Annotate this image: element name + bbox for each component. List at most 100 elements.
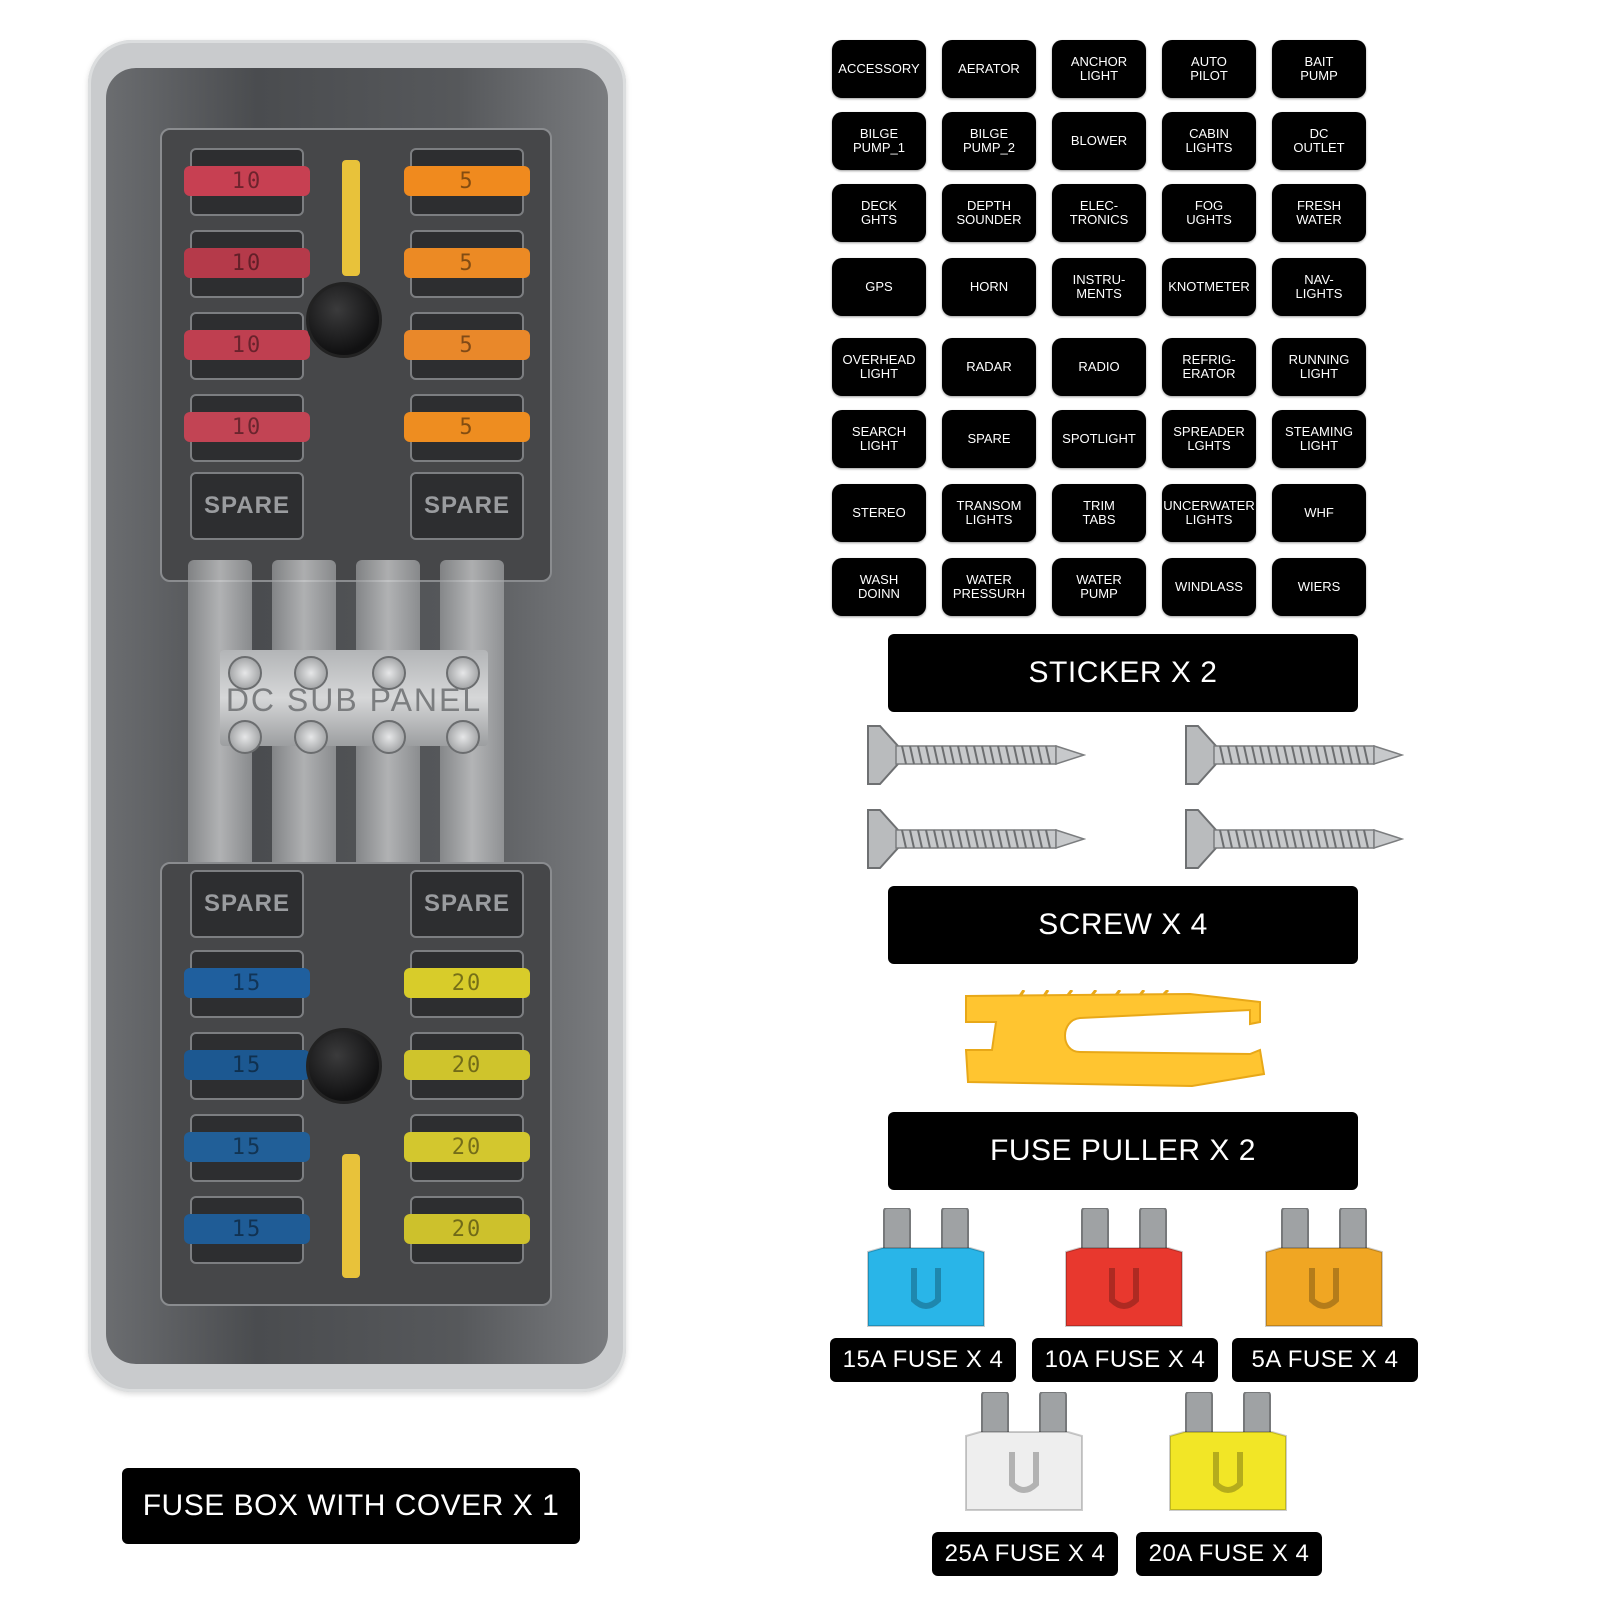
- fuse-5a: 5: [404, 330, 530, 360]
- fuse-label: 5A FUSE X 4: [1232, 1338, 1418, 1382]
- fuse-label: 10A FUSE X 4: [1032, 1338, 1218, 1382]
- sticker-item: SEARCH LIGHT: [832, 410, 926, 468]
- cover-knob[interactable]: [306, 1028, 382, 1104]
- terminal-screw-icon: [372, 720, 406, 754]
- screw-icon: [1185, 725, 1404, 785]
- sticker-item: UNCERWATER LIGHTS: [1162, 484, 1256, 542]
- fuse-rating: 5: [459, 414, 475, 440]
- screw-label: SCREW X 4: [888, 886, 1358, 964]
- fuse-puller-icon: [964, 990, 1266, 1088]
- fuse-5a: 5: [404, 412, 530, 442]
- fuse-box-label: FUSE BOX WITH COVER X 1: [122, 1468, 580, 1544]
- fuse-slot[interactable]: 15: [184, 1114, 310, 1182]
- blade-fuse-icon: [1169, 1392, 1287, 1511]
- sticker-item: RADAR: [942, 338, 1036, 396]
- sticker-item: RUNNING LIGHT: [1272, 338, 1366, 396]
- fuse-label: 15A FUSE X 4: [830, 1338, 1016, 1382]
- cover-knob[interactable]: [306, 282, 382, 358]
- sticker-item: CABIN LIGHTS: [1162, 112, 1256, 170]
- fuse-15a: 15: [184, 1132, 310, 1162]
- sticker-item: AUTO PILOT: [1162, 40, 1256, 98]
- sticker-item: OVERHEAD LIGHT: [832, 338, 926, 396]
- fuse-slot[interactable]: 5: [404, 230, 530, 298]
- sticker-item: SPARE: [942, 410, 1036, 468]
- sticker-item: STEREO: [832, 484, 926, 542]
- fuse-slot[interactable]: 5: [404, 394, 530, 462]
- spare-slot[interactable]: SPARE: [190, 870, 304, 938]
- fuse-slot[interactable]: 15: [184, 950, 310, 1018]
- sticker-item: AERATOR: [942, 40, 1036, 98]
- terminal-screw-icon: [446, 720, 480, 754]
- fuse-5a: 5: [404, 248, 530, 278]
- fuse-20a: 20: [404, 1132, 530, 1162]
- sticker-item: FRESH WATER: [1272, 184, 1366, 242]
- fuse-rating: 20: [451, 1134, 483, 1160]
- sticker-item: NAV- LIGHTS: [1272, 258, 1366, 316]
- sticker-item: WHF: [1272, 484, 1366, 542]
- sticker-item: WASH DOINN: [832, 558, 926, 616]
- blade-fuse-icon: [965, 1392, 1083, 1511]
- fuse-slot[interactable]: 5: [404, 148, 530, 216]
- fuse-slot[interactable]: 10: [184, 312, 310, 380]
- fuse-10a: 10: [184, 412, 310, 442]
- spare-slot[interactable]: SPARE: [410, 870, 524, 938]
- sticker-item: DEPTH SOUNDER: [942, 184, 1036, 242]
- fuse-puller-label: FUSE PULLER X 2: [888, 1112, 1358, 1190]
- fuse-rating: 5: [459, 332, 475, 358]
- fuse-20a: 20: [404, 1214, 530, 1244]
- sticker-item: ELEC- TRONICS: [1052, 184, 1146, 242]
- fuse-slot[interactable]: 15: [184, 1032, 310, 1100]
- spare-slot[interactable]: SPARE: [410, 472, 524, 540]
- fuse-slot[interactable]: 20: [404, 1196, 530, 1264]
- fuse-slot[interactable]: 15: [184, 1196, 310, 1264]
- busbar-top: [342, 160, 360, 276]
- fuse-rating: 20: [451, 1052, 483, 1078]
- fuse-10a: 10: [184, 330, 310, 360]
- busbar-bottom: [342, 1154, 360, 1278]
- fuse-rating: 20: [451, 970, 483, 996]
- fuse-rating: 10: [231, 332, 263, 358]
- sticker-item: BLOWER: [1052, 112, 1146, 170]
- fuse-slot[interactable]: 20: [404, 1114, 530, 1182]
- sticker-item: BAIT PUMP: [1272, 40, 1366, 98]
- fuse-slot[interactable]: 20: [404, 950, 530, 1018]
- fuse-rating: 10: [231, 250, 263, 276]
- sticker-item: RADIO: [1052, 338, 1146, 396]
- terminal-screw-icon: [446, 656, 480, 690]
- fuse-5a: 5: [404, 166, 530, 196]
- fuse-slot[interactable]: 20: [404, 1032, 530, 1100]
- fuse-rating: 10: [231, 414, 263, 440]
- fuse-slot[interactable]: 10: [184, 148, 310, 216]
- fuse-20a: 20: [404, 1050, 530, 1080]
- blade-fuse-icon: [867, 1208, 985, 1327]
- fuse-panel-bottom: SPARE SPARE 15 15 15 15 20 20 20 20: [160, 862, 552, 1306]
- fuse-rating: 15: [231, 1134, 263, 1160]
- spare-label: SPARE: [424, 890, 510, 917]
- screw-icon: [867, 725, 1086, 785]
- terminal-screw-icon: [228, 720, 262, 754]
- fuse-10a: 10: [184, 166, 310, 196]
- terminal-screw-icon: [372, 656, 406, 690]
- sticker-item: SPREADER LGHTS: [1162, 410, 1256, 468]
- sticker-item: TRIM TABS: [1052, 484, 1146, 542]
- fuse-slot[interactable]: 10: [184, 394, 310, 462]
- sticker-item: FOG UGHTS: [1162, 184, 1256, 242]
- terminal-screw-icon: [228, 656, 262, 690]
- sticker-item: WIERS: [1272, 558, 1366, 616]
- terminal-screw-icon: [294, 656, 328, 690]
- spare-label: SPARE: [424, 492, 510, 519]
- spare-label: SPARE: [204, 492, 290, 519]
- spare-slot[interactable]: SPARE: [190, 472, 304, 540]
- sticker-label: STICKER X 2: [888, 634, 1358, 712]
- sticker-item: ACCESSORY: [832, 40, 926, 98]
- screw-icon: [867, 809, 1086, 869]
- fuse-20a: 20: [404, 968, 530, 998]
- fuse-rating: 5: [459, 250, 475, 276]
- busbar-text: DC SUB PANEL: [225, 682, 483, 718]
- bus-strip: [220, 650, 488, 746]
- fuse-slot[interactable]: 10: [184, 230, 310, 298]
- fuse-slot[interactable]: 5: [404, 312, 530, 380]
- sticker-item: WATER PUMP: [1052, 558, 1146, 616]
- spare-label: SPARE: [204, 890, 290, 917]
